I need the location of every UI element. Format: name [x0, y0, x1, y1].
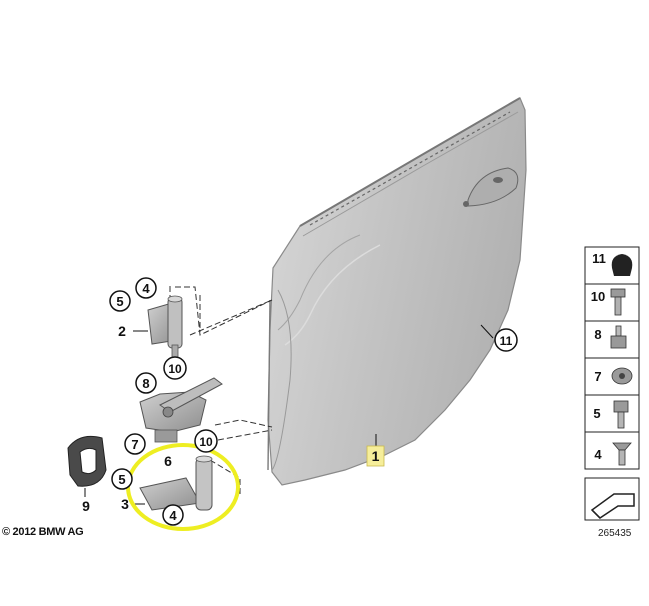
plug-icon — [611, 254, 633, 276]
hinge-gasket[interactable] — [67, 435, 107, 487]
callout-10-upper[interactable]: 10 — [163, 356, 187, 380]
callout-6[interactable]: 6 — [164, 453, 172, 469]
callout-5-upper[interactable]: 5 — [109, 290, 131, 312]
legend-cell-10[interactable]: 10 — [584, 283, 640, 322]
callout-9[interactable]: 9 — [82, 498, 90, 514]
hex-screw-icon — [613, 400, 629, 429]
callout-5-lower[interactable]: 5 — [111, 468, 133, 490]
torx-screw-icon — [611, 367, 633, 385]
callout-4-lower[interactable]: 4 — [162, 504, 184, 526]
legend-label-8: 8 — [594, 327, 601, 342]
bolt-icon — [610, 288, 626, 316]
callout-7-label: 7 — [131, 437, 138, 452]
door-panel[interactable] — [267, 97, 527, 486]
callout-7[interactable]: 7 — [124, 433, 146, 455]
diagram-id: 265435 — [598, 528, 632, 539]
callout-11-door[interactable]: 11 — [494, 328, 518, 352]
legend-cell-11[interactable]: 11 — [584, 246, 640, 285]
nut-icon — [610, 325, 627, 349]
callout-8[interactable]: 8 — [135, 372, 157, 394]
callout-1[interactable]: 1 — [366, 445, 385, 467]
callout-10-upper-label: 10 — [168, 362, 182, 376]
lower-hinge[interactable] — [139, 455, 213, 511]
callout-5-upper-label: 5 — [116, 294, 123, 309]
callout-4-upper-label: 4 — [142, 281, 150, 296]
callout-11-door-label: 11 — [500, 334, 513, 348]
callout-4-lower-label: 4 — [169, 508, 177, 523]
legend-label-5: 5 — [593, 406, 600, 421]
callout-4-upper[interactable]: 4 — [135, 277, 157, 299]
legend-cell-7[interactable]: 7 — [584, 357, 640, 396]
fastener-legend: 11 10 8 7 — [584, 246, 640, 521]
callout-10-lower-label: 10 — [199, 435, 213, 449]
legend-label-11: 11 — [592, 251, 606, 266]
legend-cell-8[interactable]: 8 — [584, 320, 640, 359]
countersunk-screw-icon — [612, 442, 632, 466]
legend-cell-arrow[interactable] — [584, 477, 640, 521]
legend-cell-5[interactable]: 5 — [584, 394, 640, 433]
upper-hinge[interactable] — [147, 295, 183, 360]
callout-10-lower[interactable]: 10 — [194, 429, 218, 453]
copyright-text: © 2012 BMW AG — [2, 526, 84, 538]
legend-label-7: 7 — [594, 369, 601, 384]
legend-cell-4[interactable]: 4 — [584, 431, 640, 470]
legend-label-4: 4 — [594, 447, 602, 462]
callout-1-label: 1 — [372, 448, 380, 464]
door-check-strap[interactable] — [139, 377, 223, 443]
legend-label-10: 10 — [591, 289, 605, 304]
callout-3[interactable]: 3 — [121, 496, 129, 512]
callout-2[interactable]: 2 — [118, 323, 126, 339]
callout-5-lower-label: 5 — [118, 472, 125, 487]
assembly-lines — [169, 286, 273, 495]
callout-8-label: 8 — [142, 376, 149, 391]
